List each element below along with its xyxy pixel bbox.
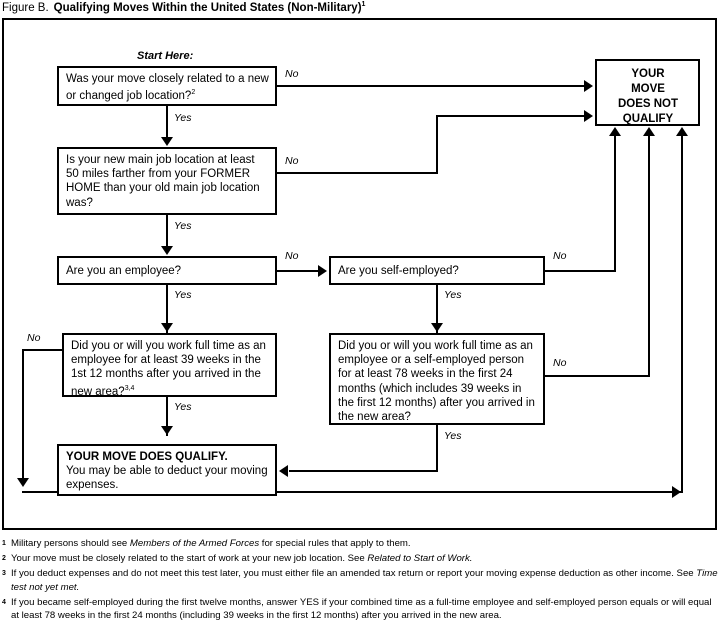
- footnote-2: 2 Your move must be closely related to th…: [2, 552, 719, 566]
- edge-q2-no-line-h1: [277, 172, 438, 174]
- result-box-move-does-not-qualify[interactable]: YOUR MOVE DOES NOT QUALIFY: [595, 59, 700, 126]
- decision-box-time-test-employee-text: Did you or will you work full time as an…: [71, 340, 266, 398]
- edge-label-q5-yes: Yes: [174, 401, 192, 413]
- edge-bottom-bar-arrowhead: [672, 486, 681, 498]
- edge-q5-yes-arrowhead: [161, 426, 173, 435]
- edge-label-q2-no: No: [285, 155, 299, 167]
- edge-q2-no-arrowhead: [584, 110, 593, 122]
- edge-q5-yes-line: [166, 397, 168, 436]
- footnote-4-text: If you became self-employed during the f…: [11, 596, 712, 622]
- figure-name: Qualifying Moves Within the United State…: [53, 1, 362, 14]
- footnotes: 1 Military persons should see Members of …: [2, 537, 719, 625]
- footnote-3: 3 If you deduct expenses and do not meet …: [2, 567, 719, 594]
- edge-label-q6-yes: Yes: [444, 430, 462, 442]
- edge-q1-no-arrowhead: [584, 80, 593, 92]
- edge-q6-yes-line-h: [289, 470, 438, 472]
- not-qualify-line-2: MOVE: [631, 83, 665, 95]
- edge-q6-yes-line-v: [436, 425, 438, 472]
- edge-q3-no-line: [277, 270, 320, 272]
- edge-bottom-bar-line: [22, 491, 683, 493]
- edge-q2-yes-line: [166, 215, 168, 248]
- result-box-move-qualifies-heading: YOUR MOVE DOES QUALIFY.: [66, 451, 228, 463]
- footnote-2-marker: 2: [2, 555, 6, 563]
- decision-box-are-you-self-employed[interactable]: Are you self-employed?: [329, 256, 545, 285]
- figure-title-footnote-marker: 1: [361, 1, 366, 8]
- footnote-1: 1 Military persons should see Members of …: [2, 537, 719, 551]
- edge-label-q3-no: No: [285, 250, 299, 262]
- edge-label-q1-no: No: [285, 68, 299, 80]
- footnote-3-text: If you deduct expenses and do not meet t…: [11, 568, 718, 593]
- flowchart-frame: Start Here: Was your move closely relate…: [2, 18, 717, 530]
- edge-q5-no-arrowhead: [17, 478, 29, 487]
- edge-q6-no-line-h: [545, 375, 650, 377]
- edge-q2-yes-arrowhead: [161, 246, 173, 255]
- edge-label-q3-yes: Yes: [174, 289, 192, 301]
- edge-q6-yes-arrowhead: [279, 465, 288, 477]
- edge-q4-no-arrowhead: [609, 127, 621, 136]
- figure-label: Figure B.: [2, 1, 49, 14]
- edge-q4-no-line-v: [614, 136, 616, 272]
- not-qualify-line-4: QUALIFY: [622, 113, 674, 125]
- edge-q3-yes-line: [166, 285, 168, 333]
- result-box-move-qualifies-text: You may be able to deduct your moving ex…: [66, 465, 268, 492]
- decision-box-time-test-self-employed-text: Did you or will you work full time as an…: [338, 340, 535, 424]
- q5-footnote-marker: 3,4: [124, 384, 135, 392]
- edge-q3-no-arrowhead: [318, 265, 327, 277]
- edge-label-q4-no: No: [553, 250, 567, 262]
- edge-label-q5-no: No: [27, 332, 41, 344]
- footnote-4-marker: 4: [2, 598, 6, 606]
- decision-box-are-you-employee[interactable]: Are you an employee?: [57, 256, 277, 285]
- edge-label-q4-yes: Yes: [444, 289, 462, 301]
- edge-q4-no-line-h: [545, 270, 616, 272]
- decision-box-time-test-self-employed[interactable]: Did you or will you work full time as an…: [329, 333, 545, 425]
- edge-q4-yes-line: [436, 285, 438, 333]
- edge-q6-no-arrowhead: [643, 127, 655, 136]
- decision-box-time-test-employee[interactable]: Did you or will you work full time as an…: [62, 333, 277, 397]
- edge-q2-no-line-h2: [436, 115, 587, 117]
- edge-right-riser-arrowhead: [676, 127, 688, 136]
- edge-q4-yes-arrowhead: [431, 323, 443, 332]
- footnote-1-marker: 1: [2, 540, 6, 547]
- footnote-1-text: Military persons should see Members of t…: [11, 538, 411, 549]
- decision-box-move-related-to-job-text: Was your move closely related to a new o…: [66, 73, 269, 103]
- decision-box-distance-test-text: Is your new main job location at least 5…: [66, 154, 260, 209]
- edge-q1-yes-arrowhead: [161, 137, 173, 146]
- q1-footnote-marker: 2: [191, 89, 196, 97]
- edge-q1-yes-line: [166, 106, 168, 139]
- footnote-3-marker: 3: [2, 570, 6, 578]
- edge-label-q6-no: No: [553, 357, 567, 369]
- edge-q2-no-line-v: [436, 115, 438, 174]
- start-here-label: Start Here:: [137, 50, 194, 62]
- decision-box-move-related-to-job[interactable]: Was your move closely related to a new o…: [57, 66, 277, 106]
- not-qualify-line-1: YOUR: [631, 68, 665, 80]
- result-box-move-qualifies[interactable]: YOUR MOVE DOES QUALIFY. You may be able …: [57, 444, 277, 496]
- decision-box-are-you-employee-text: Are you an employee?: [66, 265, 182, 277]
- edge-label-q2-yes: Yes: [174, 220, 192, 232]
- edge-q1-no-line: [277, 85, 587, 87]
- edge-q5-no-line-v: [22, 349, 24, 482]
- decision-box-are-you-self-employed-text: Are you self-employed?: [338, 265, 459, 277]
- footnote-4: 4 If you became self-employed during the …: [2, 596, 719, 623]
- edge-label-q1-yes: Yes: [174, 112, 192, 124]
- edge-q6-no-line-v: [648, 136, 650, 377]
- figure-title: Figure B. Qualifying Moves Within the Uni…: [2, 1, 365, 14]
- footnote-2-text: Your move must be closely related to the…: [11, 553, 473, 565]
- not-qualify-line-3: DOES NOT: [617, 98, 679, 110]
- edge-right-riser-line: [681, 136, 683, 493]
- edge-q5-no-line-h: [22, 349, 64, 351]
- decision-box-distance-test[interactable]: Is your new main job location at least 5…: [57, 147, 277, 215]
- edge-q3-yes-arrowhead: [161, 323, 173, 332]
